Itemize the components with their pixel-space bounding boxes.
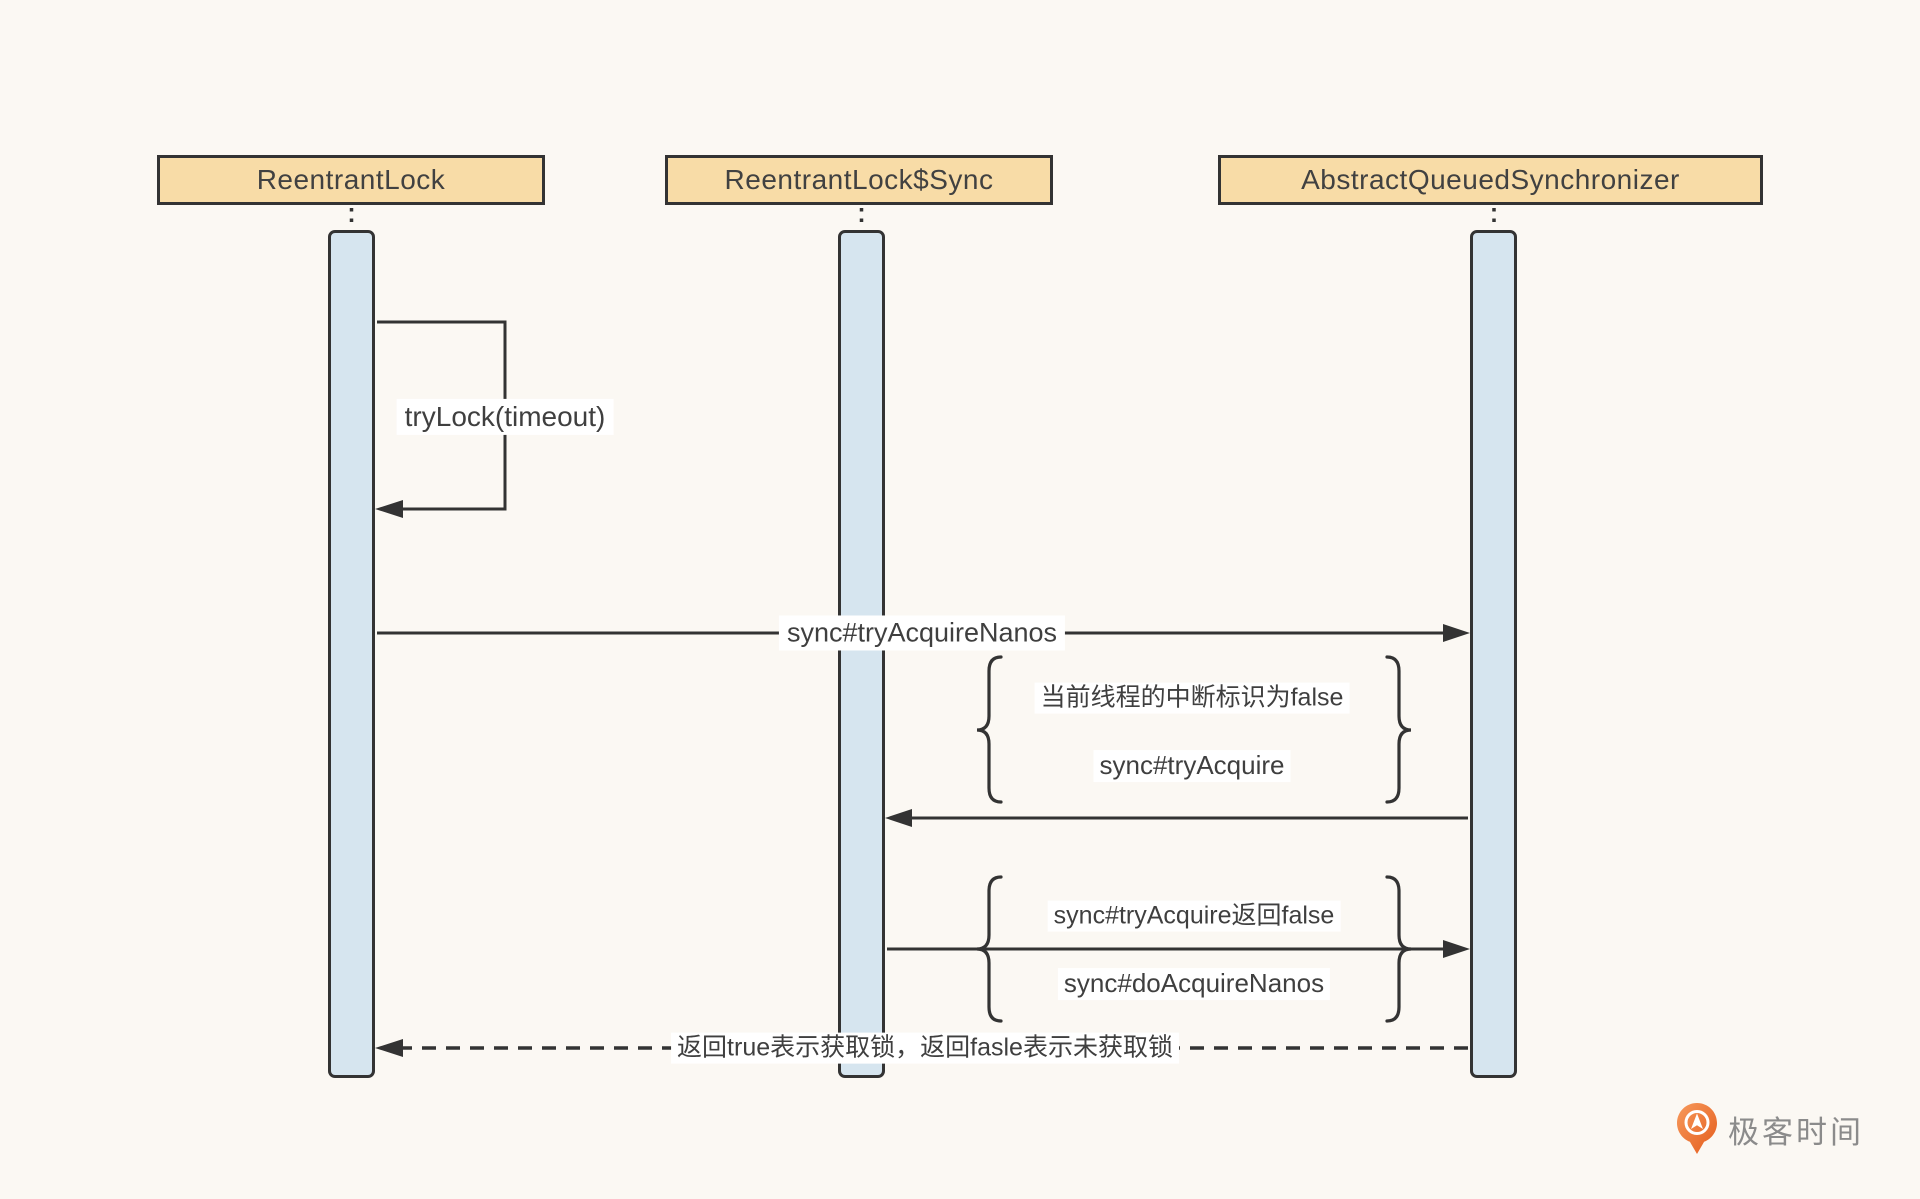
activation-bar-reentrantlock-sync <box>838 230 885 1078</box>
geektime-logo: 极客时间 <box>1676 1102 1864 1156</box>
annotation-try-acquire-returns-false: sync#tryAcquire返回false <box>1047 900 1341 932</box>
participant-reentrantlock: ReentrantLock <box>157 155 545 205</box>
annotation-sync-do-acquire-nanos: sync#doAcquireNanos <box>1057 968 1331 1000</box>
pin-inner-ring <box>1684 1110 1710 1135</box>
activation-bar-abstract-queued-synchronizer <box>1470 230 1517 1078</box>
message-label-return-result: 返回true表示获取锁，返回fasle表示未获取锁 <box>671 1032 1179 1064</box>
participant-label: AbstractQueuedSynchronizer <box>1301 164 1680 195</box>
annotation-interrupt-flag-false: 当前线程的中断标识为false <box>1034 682 1350 714</box>
right-brace <box>1385 655 1412 804</box>
left-brace <box>976 655 1003 804</box>
participant-reentrantlock-sync: ReentrantLock$Sync <box>665 155 1053 205</box>
annotation-sync-try-acquire: sync#tryAcquire <box>1093 750 1291 782</box>
geektime-logo-text: 极客时间 <box>1728 1114 1864 1150</box>
arrowhead-left-icon <box>375 1039 403 1057</box>
arrowhead-right-icon <box>1443 624 1470 642</box>
participant-label: ReentrantLock <box>256 164 446 195</box>
arrowhead-left-icon <box>885 809 912 827</box>
message-label-try-acquire-nanos: sync#tryAcquireNanos <box>778 615 1066 651</box>
pin-arrow-mark <box>1691 1113 1703 1129</box>
activation-bar-reentrantlock <box>328 230 375 1078</box>
geektime-pin-icon <box>1677 1103 1717 1154</box>
participant-label: ReentrantLock$Sync <box>724 164 994 195</box>
arrowhead-right-icon <box>1443 940 1470 958</box>
message-label-trylock-timeout: tryLock(timeout) <box>396 398 614 436</box>
self-message-arrowhead-icon <box>375 500 403 518</box>
participant-abstract-queued-synchronizer: AbstractQueuedSynchronizer <box>1218 155 1763 205</box>
